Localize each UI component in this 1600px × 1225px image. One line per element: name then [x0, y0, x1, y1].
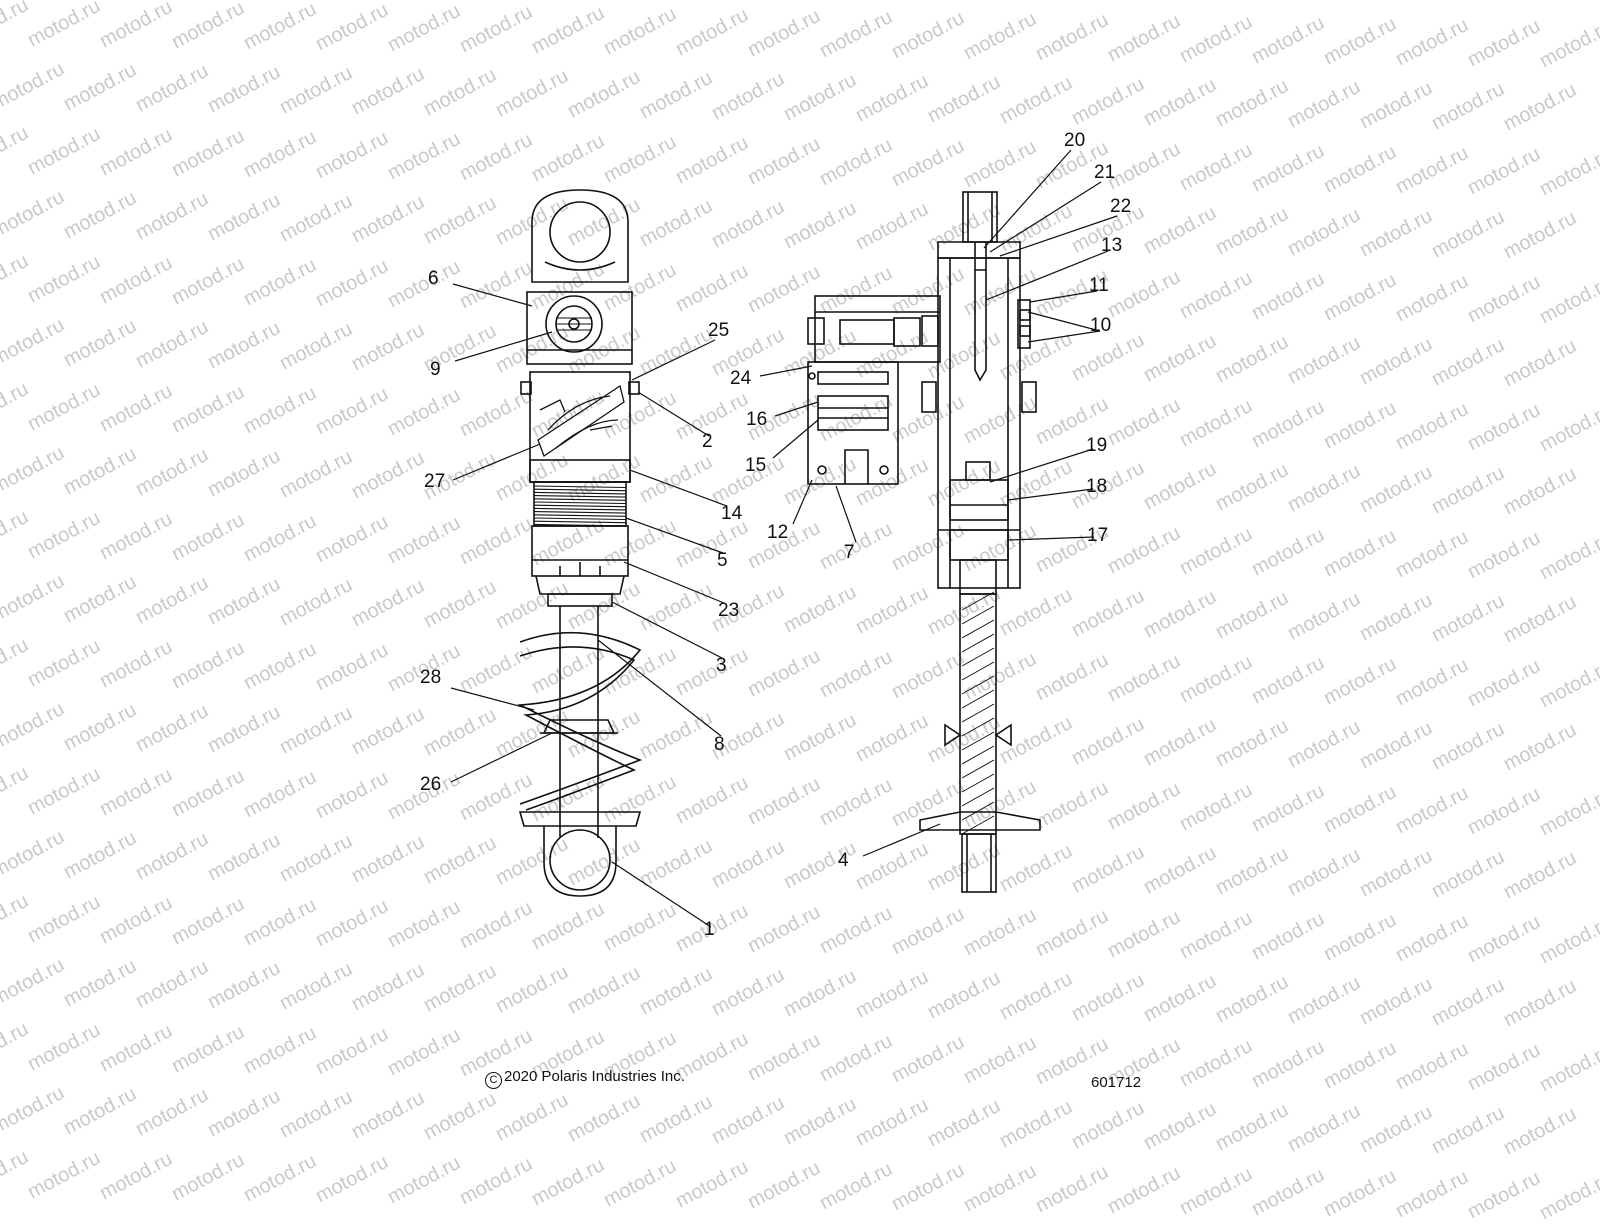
- callout-1: 1: [704, 919, 715, 940]
- callout-9: 9: [430, 359, 441, 380]
- shaft-hatch: [961, 591, 995, 835]
- shock-exterior-view: [516, 189, 643, 897]
- reservoir: [807, 361, 899, 485]
- callout-27: 27: [424, 471, 446, 492]
- cap-block: [526, 291, 633, 365]
- callout-3: 3: [716, 655, 727, 676]
- callout-7: 7: [844, 542, 855, 563]
- callout-14: 14: [721, 503, 743, 524]
- decal-graphic: [537, 384, 625, 457]
- callout-10: 10: [1090, 315, 1112, 336]
- threads: [533, 485, 627, 527]
- bottom-eyelet: [543, 826, 617, 897]
- callout-11: 11: [1089, 275, 1109, 296]
- shock-body: [529, 371, 631, 483]
- callout-15: 15: [745, 455, 767, 476]
- callout-28: 28: [420, 667, 442, 688]
- bumper: [547, 593, 613, 607]
- callout-21: 21: [1094, 162, 1116, 183]
- section-shaft: [959, 593, 997, 835]
- callout-8: 8: [714, 734, 725, 755]
- callout-16: 16: [746, 409, 768, 430]
- callout-23: 23: [718, 600, 740, 621]
- callout-17: 17: [1087, 525, 1109, 546]
- copyright-icon: C: [485, 1072, 502, 1089]
- leader-lines: [450, 149, 1118, 928]
- callout-5: 5: [717, 550, 728, 571]
- section-cylinder: [937, 257, 1021, 589]
- shock-absorber-drawing: [450, 149, 1118, 928]
- callout-20: 20: [1064, 130, 1086, 151]
- section-spring-seat: [919, 811, 1041, 831]
- callout-19: 19: [1086, 435, 1108, 456]
- callout-26: 26: [420, 774, 442, 795]
- callout-12: 12: [767, 522, 789, 543]
- drawing-number: 601712: [1091, 1074, 1142, 1091]
- lower-spring-seat: [518, 811, 642, 827]
- callout-22: 22: [1110, 196, 1132, 217]
- callout-6: 6: [428, 268, 439, 289]
- callout-2: 2: [702, 431, 713, 452]
- bottom-eyelet-hole: [549, 829, 611, 891]
- piston: [949, 479, 1009, 521]
- top-eyelet-hole: [549, 201, 611, 263]
- top-eyelet: [531, 189, 629, 283]
- shock-section-view: [807, 191, 1041, 893]
- copyright-text: 2020 Polaris Industries Inc.: [504, 1068, 685, 1085]
- callout-18: 18: [1086, 476, 1108, 497]
- callout-24: 24: [730, 368, 752, 389]
- callout-4: 4: [838, 850, 849, 871]
- adjuster-knob: [545, 295, 603, 353]
- callout-25: 25: [708, 320, 730, 341]
- callout-13: 13: [1101, 235, 1123, 256]
- coil-spring: [516, 631, 643, 811]
